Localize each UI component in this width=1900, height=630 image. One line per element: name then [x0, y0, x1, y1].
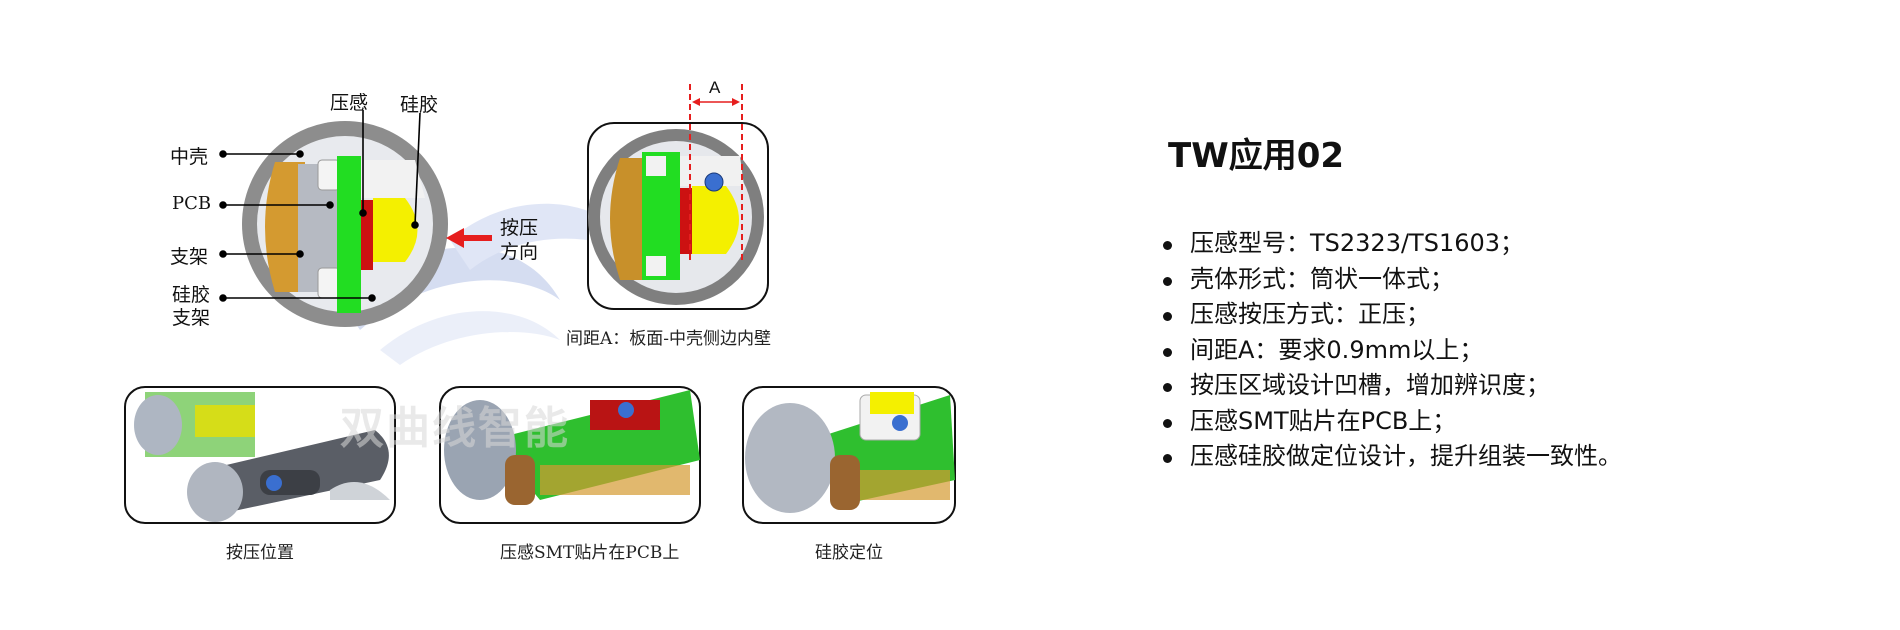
page-title: TW应用02	[1168, 136, 1345, 176]
spec-item-press-method: 压感按压方式：正压；	[1160, 297, 1622, 333]
callout-bracket: 支架	[170, 246, 209, 268]
spec-item-smt: 压感SMT贴片在PCB上；	[1160, 404, 1622, 440]
callout-leaders	[219, 110, 421, 302]
spec-item-silicone-positioning: 压感硅胶做定位设计，提升组装一致性。	[1160, 439, 1622, 475]
caption-silicone-positioning: 硅胶定位	[815, 543, 883, 563]
dimension-label-a: A	[709, 78, 721, 97]
callout-silicone-bracket-line1: 硅胶	[172, 284, 211, 306]
callout-middle-shell: 中壳	[170, 146, 209, 168]
callout-press-direction-line2: 方向	[500, 241, 539, 263]
spec-item-groove: 按压区域设计凹槽，增加辨识度；	[1160, 368, 1622, 404]
cross-section-diagram	[242, 121, 448, 327]
callout-press-direction-line1: 按压	[500, 217, 539, 239]
press-direction-arrow	[446, 228, 492, 248]
callout-pcb: PCB	[172, 193, 212, 214]
gap-diagram	[587, 84, 769, 310]
press-point-dot	[704, 172, 724, 192]
spec-item-shell-form: 壳体形式：筒状一体式；	[1160, 262, 1622, 298]
caption-smt-on-pcb: 压感SMT贴片在PCB上	[500, 543, 680, 563]
callout-silicone: 硅胶	[400, 94, 439, 116]
spec-item-gap-a: 间距A：要求0.9mm以上；	[1160, 333, 1622, 369]
spec-list: 压感型号：TS2323/TS1603； 壳体形式：筒状一体式； 压感按压方式：正…	[1160, 226, 1622, 475]
gap-caption: 间距A：板面-中壳侧边内壁	[566, 329, 772, 349]
photo-silicone-positioning	[742, 386, 956, 524]
watermark-text: 双曲线智能	[340, 403, 570, 454]
photo-press-position	[124, 386, 396, 524]
callout-pressure-sensor: 压感	[330, 92, 369, 114]
caption-press-position: 按压位置	[226, 543, 294, 563]
spec-item-model: 压感型号：TS2323/TS1603；	[1160, 226, 1622, 262]
photo-smt-on-pcb	[439, 386, 701, 524]
callout-silicone-bracket-line2: 支架	[172, 307, 211, 329]
